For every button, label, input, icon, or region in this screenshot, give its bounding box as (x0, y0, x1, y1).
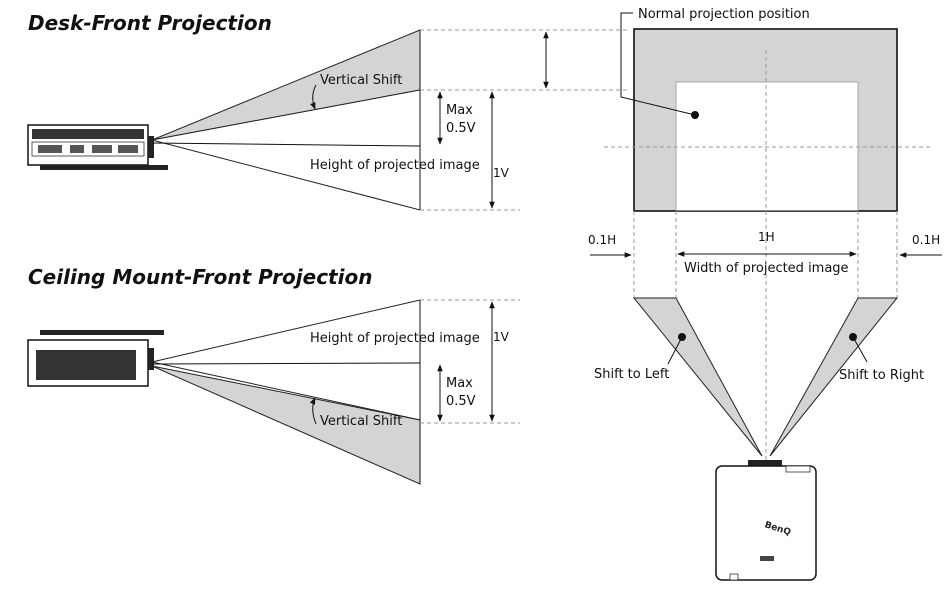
ceiling-max-label: Max (446, 376, 473, 391)
h-label: 1H (758, 230, 775, 244)
left-shift-amount: 0.1H (588, 233, 616, 247)
ceiling-height-label: Height of projected image (310, 331, 480, 346)
desk-front-section: Desk-Front Projection Vertical Shift (27, 11, 630, 211)
desk-max-label: Max (446, 103, 473, 118)
desk-height-label: Height of projected image (310, 158, 480, 173)
desk-max-value: 0.5V (446, 121, 476, 136)
normal-position-label: Normal projection position (638, 7, 810, 22)
right-shift-amount: 0.1H (912, 233, 940, 247)
ceiling-vertical-shift-label: Vertical Shift (320, 414, 402, 429)
ceiling-front-section: Ceiling Mount-Front Projection Vertical … (27, 265, 520, 485)
desk-shift-arc-arrow (310, 84, 317, 110)
desk-vertical-shift-label: Vertical Shift (320, 73, 402, 88)
desk-v-label: 1V (493, 166, 510, 180)
shift-to-left-label: Shift to Left (594, 367, 669, 382)
ceiling-axis-line (151, 362, 421, 365)
width-label: Width of projected image (684, 261, 849, 276)
top-projector-illustration: BenQ (715, 460, 817, 581)
ceiling-v-label: 1V (493, 330, 510, 344)
normal-position-leader (620, 12, 696, 116)
desk-front-title: Desk-Front Projection (28, 11, 272, 35)
ceiling-projector-illustration (27, 330, 164, 387)
shift-to-right-label: Shift to Right (839, 368, 924, 383)
ceiling-max-value: 0.5V (446, 394, 476, 409)
ceiling-front-title: Ceiling Mount-Front Projection (28, 265, 372, 289)
ceiling-shift-arc-arrow (309, 397, 317, 425)
desk-axis-line (151, 142, 421, 147)
desk-projector-illustration (27, 124, 168, 170)
shift-right-beam (769, 297, 899, 457)
horizontal-shift-section: Normal projection position 0.1H 0.1H 1H … (588, 7, 942, 581)
shift-left-beam (632, 297, 763, 457)
